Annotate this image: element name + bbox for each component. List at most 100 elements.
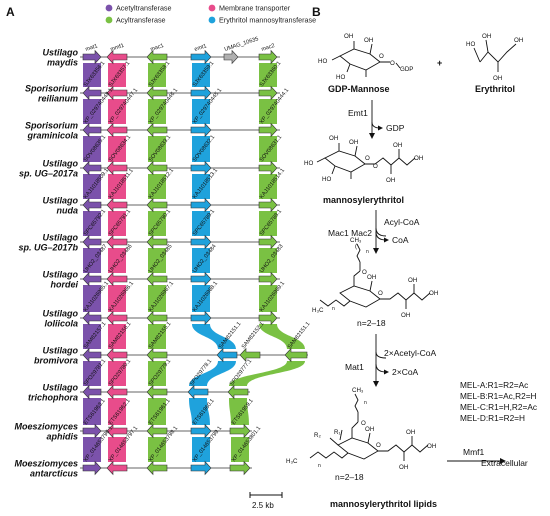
synteny-band-mmf-row3 xyxy=(108,136,126,162)
synteny-band-emt-row3 xyxy=(192,136,210,162)
mmf1-enzyme: Mmf1 xyxy=(463,447,485,457)
gene-arrow-emt xyxy=(190,160,212,176)
species-label-epithet: aphidis xyxy=(46,432,78,442)
synteny-band-emt-row8 xyxy=(192,324,236,349)
gdp-mannose-ho-1: HO xyxy=(318,58,327,65)
gene-arrow-mac1 xyxy=(146,347,168,363)
mel-upper-n: n xyxy=(364,400,367,406)
me-oh-3: OH xyxy=(393,142,402,149)
gene-arrow-emt xyxy=(187,384,209,400)
acyl-upper-bracket: ( xyxy=(355,243,358,250)
gene-arrow-mac2 xyxy=(258,49,278,65)
synteny-band-mac2-row11 xyxy=(231,437,249,462)
acyl-me-oh-4: OH xyxy=(429,290,438,297)
gdp-mannose-label: GDP-Mannose xyxy=(328,84,390,94)
gene-arrow-acetyl xyxy=(82,197,102,213)
acyl-chain-upper xyxy=(353,243,361,286)
synteny-band-acetyl-row6 xyxy=(83,248,101,273)
species-label-epithet: bromivora xyxy=(34,356,78,366)
gene-arrow-acetyl xyxy=(82,234,102,250)
mel-chain-upper xyxy=(351,393,359,438)
legend: Acetyltransferase Membrane transporter A… xyxy=(105,4,316,25)
mel-structure xyxy=(309,393,429,461)
synteny-band-mmf-row2 xyxy=(108,99,126,124)
gdp-mannose-ring xyxy=(339,48,381,71)
synteny-band-mac2-row2 xyxy=(259,99,277,124)
emt1-enzyme: Emt1 xyxy=(348,108,368,118)
legend-label-acyltransferase: Acyltransferase xyxy=(116,16,166,25)
acetylcoa-arc xyxy=(375,351,387,359)
gene-arrow-mac1 xyxy=(146,122,168,138)
me-ho-1: HO xyxy=(304,160,313,167)
mel-c-definition: MEL-C:R1=H,R2=Ac xyxy=(460,402,537,412)
acylated-me-structure xyxy=(319,243,431,309)
species-label-epithet: antarcticus xyxy=(30,469,78,479)
gene-arrow-mac2 xyxy=(258,234,278,250)
gene-arrow-mac2 xyxy=(258,160,278,176)
legend-swatch-emt xyxy=(208,16,216,24)
synteny-band-emt-row5 xyxy=(192,211,210,236)
mel-upper-ch3: CH₃ xyxy=(352,387,364,394)
legend-label-emt: Erythritol mannosyltransferase xyxy=(219,16,316,25)
synteny-band-emt-row4 xyxy=(192,174,210,199)
mannosylerythritol-label: mannosylerythritol xyxy=(323,195,404,205)
synteny-band-mac2-row8 xyxy=(259,324,305,349)
synteny-band-mmf-row6 xyxy=(108,248,126,273)
gdp-mannose-oh-1: OH xyxy=(344,33,353,40)
synteny-band-mac2-row9 xyxy=(229,361,305,386)
synteny-band-emt-row6 xyxy=(192,248,210,273)
gdp-mannose-ho-2: HO xyxy=(336,74,345,81)
mel-oh-2: OH xyxy=(406,429,415,436)
synteny-band-mac2-row10 xyxy=(229,398,249,425)
species-label-genus: Ustilago xyxy=(42,383,78,393)
synteny-band-emt-row9 xyxy=(189,361,236,386)
synteny-band-mmf-row9 xyxy=(108,361,126,386)
gene-arrow-mac1 xyxy=(146,49,168,65)
species-label-epithet: loliicola xyxy=(44,319,78,329)
gene-arrow-mmf xyxy=(106,49,128,65)
panel-a-label: A xyxy=(6,5,15,19)
gene-arrow-emt xyxy=(190,271,212,287)
me-ho-2: HO xyxy=(322,176,331,183)
synteny-band-mac1-row7 xyxy=(148,285,166,312)
gene-arrow-mac1 xyxy=(146,460,168,476)
species-label-genus: Ustilago xyxy=(42,159,78,169)
legend-swatch-acyltransferase xyxy=(105,16,113,24)
synteny-band-mac1-row4 xyxy=(148,174,166,199)
gene-arrow-acetyl xyxy=(82,423,102,439)
synteny-band-acetyl-row7 xyxy=(83,285,101,312)
erythritol-oh-3: OH xyxy=(493,75,502,82)
gene-arrow-mmf xyxy=(106,122,128,138)
erythritol-label: Erythritol xyxy=(475,84,515,94)
emt1-arrowhead xyxy=(369,133,375,139)
two-coa-head xyxy=(384,369,389,375)
gene-arrow-emt xyxy=(190,310,212,326)
gene-arrow-emt xyxy=(190,122,212,138)
species-label-genus: Sporisorium xyxy=(25,121,78,131)
gene-arrow-emt xyxy=(190,423,212,439)
gene-label: mmf1 xyxy=(110,43,125,53)
gene-arrow-mac1 xyxy=(146,85,168,101)
mel-lower-n: n xyxy=(318,463,321,469)
gene-arrow-acetyl xyxy=(82,160,102,176)
mel-oh-1: OH xyxy=(365,426,374,433)
plus-sign: + xyxy=(437,58,442,68)
gene-arrow-acetyl xyxy=(82,49,102,65)
species-label-epithet: sp. UG–2017b xyxy=(18,243,78,253)
gene-arrow-mmf xyxy=(106,347,128,363)
gene-arrow-other xyxy=(223,49,239,65)
gene-label: UMAG_10635 xyxy=(224,36,260,53)
synteny-band-mac1-row1 xyxy=(148,63,166,87)
species-label-genus: Ustilago xyxy=(42,270,78,280)
synteny-band-emt-row11 xyxy=(192,437,210,462)
synteny-band-mac1-row5 xyxy=(148,211,166,236)
synteny-band-mac1-row11 xyxy=(148,437,166,462)
gene-label: SAM82152.1 xyxy=(241,321,266,350)
mel-oh-3: OH xyxy=(399,464,408,471)
gene-arrow-mac2 xyxy=(258,122,278,138)
gene-label: mac1 xyxy=(150,43,165,53)
gene-arrow-acetyl xyxy=(82,122,102,138)
gene-arrow-mac1 xyxy=(146,310,168,326)
gene-arrow-acetyl xyxy=(82,347,102,363)
